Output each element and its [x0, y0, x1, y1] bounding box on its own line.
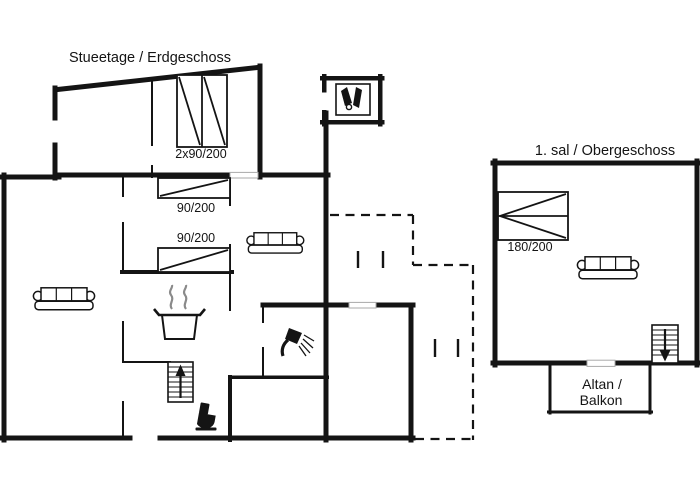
bed-2x90-200 [176, 74, 228, 148]
ground-floor-title: Stueetage / Erdgeschoss [68, 50, 232, 66]
sofa-icon-living-room [32, 287, 96, 311]
toilet-icon [195, 402, 217, 431]
sauna-annex-walls [319, 73, 385, 127]
balcony-label-line1: Altan / [582, 376, 622, 392]
balcony-label-line2: Balkon [579, 392, 623, 408]
bed-90-200-b [157, 247, 231, 273]
terrace-step-marks [356, 251, 460, 357]
bed-label-90-200-a: 90/200 [176, 201, 216, 215]
sofa-icon-middle-room [246, 232, 305, 254]
stairs-up-icon [167, 361, 194, 403]
sauna-icon [335, 83, 371, 116]
pot-steam-icon [153, 284, 206, 340]
upper-floor-title: 1. sal / Obergeschoss [534, 143, 676, 159]
balcony-walls [546, 363, 654, 415]
bed-label-180-200: 180/200 [507, 240, 553, 254]
bed-label-90-200-b: 90/200 [176, 231, 216, 245]
bed-180-200 [497, 191, 569, 241]
window-openings [229, 171, 377, 309]
terrace-dashed-outline [330, 213, 475, 441]
ground-floor-outer-walls [0, 63, 416, 443]
stairs-down-icon [651, 324, 679, 364]
bed-90-200-a [157, 177, 231, 199]
bed-label-2x90-200: 2x90/200 [175, 147, 227, 161]
ground-floor-roofline [52, 64, 263, 93]
balcony-door-opening [586, 359, 616, 367]
shower-icon [280, 328, 315, 357]
sofa-icon-upper-floor [576, 256, 640, 280]
